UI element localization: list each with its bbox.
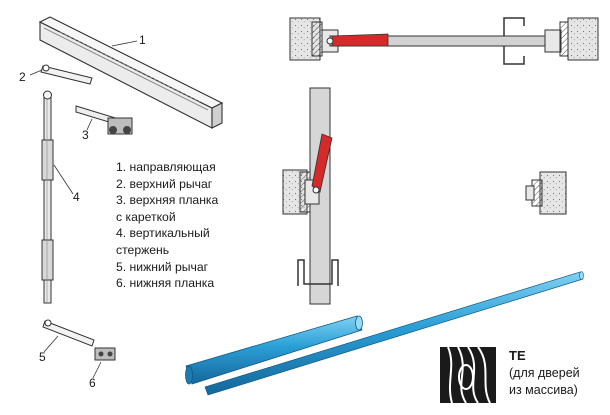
parts-legend: 1. направляющая 2. верхний рычаг 3. верх…	[116, 159, 276, 292]
solid-wood-icon	[440, 346, 496, 404]
vertical-rod	[41, 90, 54, 304]
upper-plate-carriage	[75, 105, 133, 135]
legend-line: 4. вертикальный	[116, 226, 210, 241]
guide-rail	[38, 16, 224, 129]
te-badge: TE (для дверей из массива)	[439, 346, 604, 406]
leader-lines	[29, 40, 138, 379]
callout-3: 3	[82, 128, 89, 142]
plan-view-top	[289, 17, 599, 65]
side-detail	[525, 171, 567, 215]
callout-1: 1	[139, 33, 146, 47]
legend-line: 2. верхний рычаг	[116, 176, 213, 191]
legend-line: 5. нижний рычаг	[116, 259, 209, 274]
callout-4: 4	[73, 190, 80, 204]
te-line-1: (для дверей	[509, 366, 580, 380]
legend-line: стержень	[116, 242, 170, 257]
elevation-view	[282, 87, 339, 305]
te-title: TE	[509, 348, 526, 363]
te-line-2: из массива)	[509, 383, 578, 397]
legend-line: с кареткой	[116, 209, 176, 224]
legend-line: 1. направляющая	[116, 160, 216, 174]
callout-6: 6	[89, 376, 96, 390]
lower-lever	[42, 319, 95, 347]
red-lever-top	[331, 33, 389, 47]
legend-line: 3. верхняя планка	[116, 193, 219, 208]
callout-2: 2	[19, 70, 26, 84]
callout-5: 5	[39, 350, 46, 364]
upper-lever	[40, 64, 93, 85]
legend-line: 6. нижняя планка	[116, 276, 215, 291]
lower-plate	[94, 347, 116, 361]
blue-rods	[185, 271, 584, 396]
